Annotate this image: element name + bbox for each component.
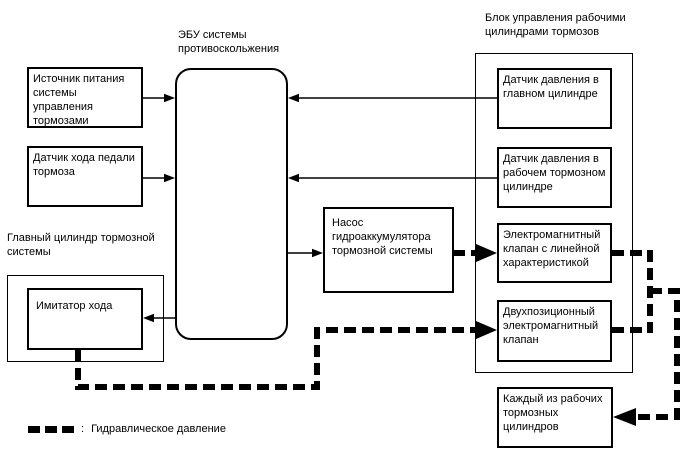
pedal-stroke-sensor-box: Датчик хода педали тормоза [27, 146, 143, 207]
two-position-solenoid-valve-box: Двухпозиционный электромагнитный клапан [497, 300, 612, 362]
working-cylinders-box: Каждый из рабочих тормозных цилиндров [497, 387, 613, 448]
master-cylinder-title: Главный цилиндр тормозной системы [7, 232, 155, 258]
legend-separator: : [81, 423, 85, 435]
arrow-power-to-ebu [143, 93, 175, 103]
stroke-simulator-box: Имитатор хода [27, 288, 143, 350]
power-source-box: Источник питания системы управления торм… [27, 67, 143, 128]
arrow-ebu-to-pump [288, 248, 323, 258]
pressure-sensor-working-box: Датчик давления в рабочем тормозном цили… [497, 147, 612, 208]
pressure-sensor-master-box: Датчик давления в главном цилиндре [497, 68, 612, 129]
brake-unit-frame [475, 53, 633, 373]
linear-solenoid-valve-box: Электромагнитный клапан с линейной харак… [497, 223, 612, 283]
hydraulic-dashed-line-icon [28, 425, 74, 433]
pump-box: Насос гидроаккумулятора тормозной систем… [323, 207, 454, 293]
legend: : Гидравлическое давление [28, 422, 226, 436]
ebu-title: ЭБУ системы противоскольжения [178, 29, 280, 55]
ebu-box [175, 68, 288, 340]
brake-unit-title: Блок управления рабочими цилиндрами торм… [485, 12, 626, 38]
arrow-master-pressure-sensor-to-ebu [288, 93, 497, 103]
arrow-pedal-sensor-to-ebu [143, 173, 175, 183]
legend-label: Гидравлическое давление [91, 423, 226, 435]
arrow-working-pressure-sensor-to-ebu [288, 173, 497, 183]
